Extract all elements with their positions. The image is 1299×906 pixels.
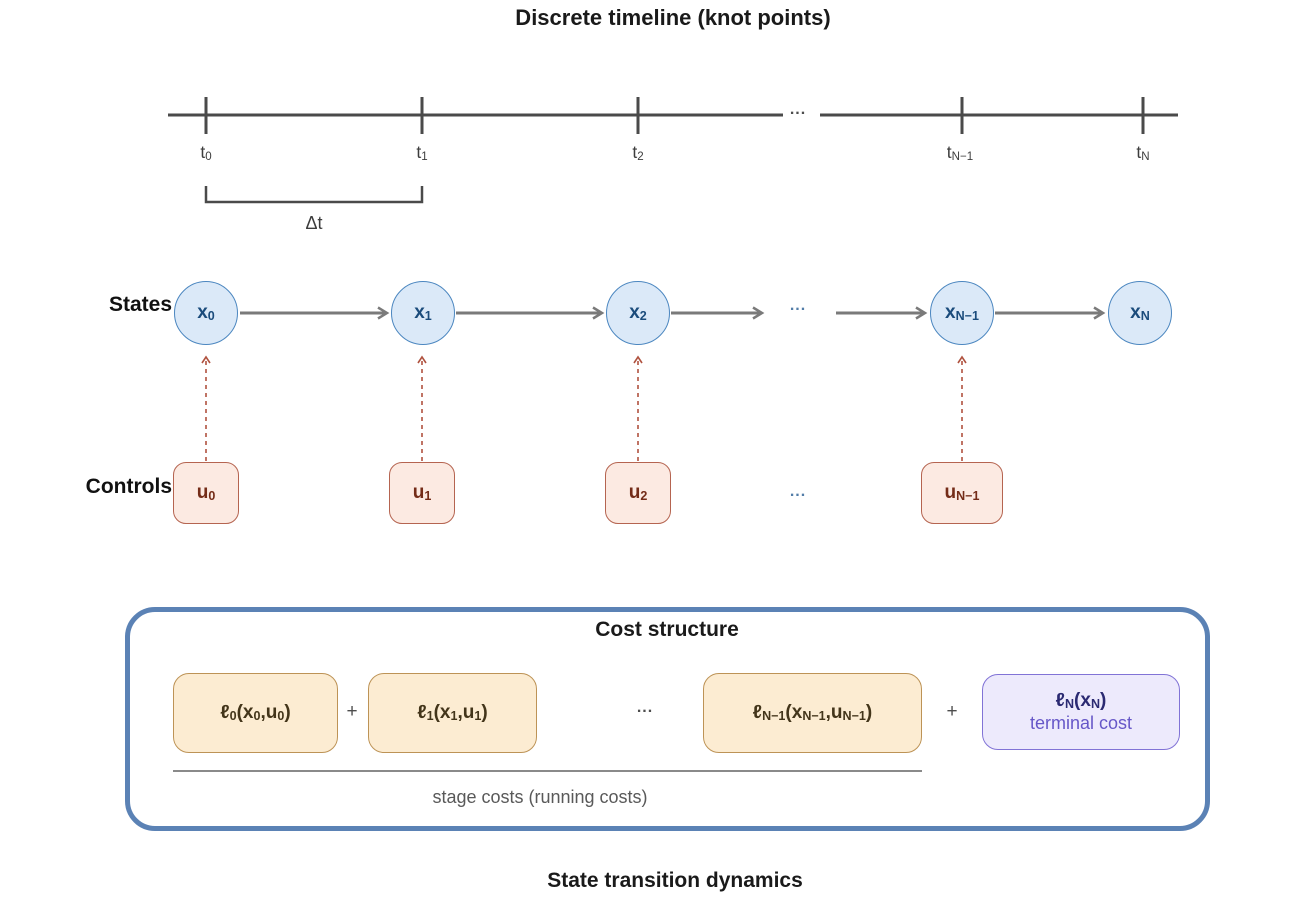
state-node-label: x0 [197,302,215,324]
state-transition-title: State transition dynamics [547,869,803,892]
stage-cost-label: ℓ1(x1,u1) [417,702,488,724]
states-ellipsis: ... [789,297,807,314]
state-node-label: xN−1 [945,302,979,324]
control-node-u1: u1 [389,462,455,524]
control-node-label: u1 [412,482,432,504]
controls-row-label: Controls [85,475,172,498]
control-node-u2: u2 [605,462,671,524]
control-node-label: u2 [628,482,648,504]
terminal-cost-formula: ℓN(xN) [1055,689,1107,712]
cost-ellipsis: ... [636,699,654,716]
control-node-uN-1: uN−1 [921,462,1003,524]
stage-cost-label: ℓN−1(xN−1,uN−1) [752,702,873,724]
stage-cost-box-N-1: ℓN−1(xN−1,uN−1) [703,673,922,753]
tick-label-t2: t2 [632,142,644,164]
stage-cost-box-0: ℓ0(x0,u0) [173,673,338,753]
control-node-label: uN−1 [944,482,980,504]
plus-sign-2: + [946,701,958,722]
tick-label-t1: t1 [416,142,428,164]
terminal-cost-box: ℓN(xN) terminal cost [982,674,1180,750]
tick-label-tN: tN [1136,142,1150,164]
tick-label-t0: t0 [200,142,212,164]
delta-t-bracket [204,186,424,204]
state-node-label: x2 [629,302,647,324]
timeline-title: Discrete timeline (knot points) [515,5,831,30]
delta-t-label: Δt [305,213,323,233]
cost-structure-panel [125,607,1210,831]
cost-structure-title: Cost structure [595,618,739,641]
state-node-x0: x0 [174,281,238,345]
terminal-cost-caption: terminal cost [1029,712,1133,733]
control-node-label: u0 [196,482,216,504]
controls-ellipsis: ... [789,483,807,500]
state-node-xN-1: xN−1 [930,281,994,345]
state-node-xN: xN [1108,281,1172,345]
stage-cost-label: ℓ0(x0,u0) [220,702,291,724]
control-node-u0: u0 [173,462,239,524]
timeline-ellipsis: ... [789,101,807,118]
stage-costs-note: stage costs (running costs) [432,787,648,807]
state-node-x2: x2 [606,281,670,345]
stage-cost-box-1: ℓ1(x1,u1) [368,673,537,753]
state-node-label: xN [1130,302,1150,324]
tick-label-tN-1: tN−1 [946,142,974,164]
state-node-label: x1 [414,302,432,324]
states-row-label: States [108,293,172,316]
state-node-x1: x1 [391,281,455,345]
plus-sign-1: + [346,701,358,722]
